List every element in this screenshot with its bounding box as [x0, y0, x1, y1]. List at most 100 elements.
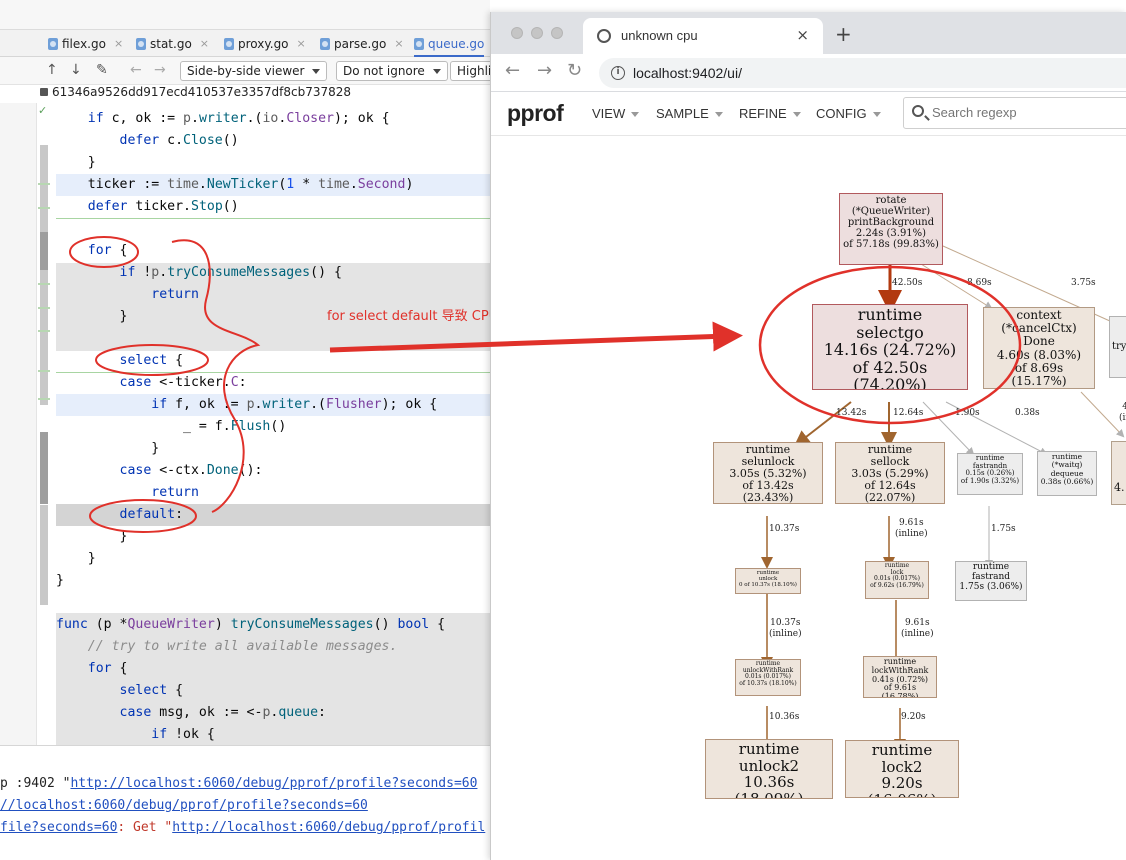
new-tab-button[interactable]: + [835, 22, 852, 46]
diff-separator [56, 372, 490, 373]
back-icon[interactable]: ← [130, 62, 142, 78]
code-editor[interactable]: if c, ok := p.writer.(io.Closer); ok { d… [56, 108, 490, 745]
arrow-down-icon[interactable]: ↓ [70, 62, 82, 78]
edge-label: 10.36s [769, 712, 799, 723]
node-label: runtime [975, 454, 1005, 462]
reload-icon[interactable]: ↻ [567, 60, 583, 81]
tab-proxy[interactable]: proxy.go × [224, 30, 306, 57]
code-line: } [56, 529, 128, 544]
browser-tab[interactable]: unknown cpu × [583, 18, 823, 54]
console-link[interactable]: http://localhost:6060/debug/pprof/profil… [70, 776, 478, 791]
console-link[interactable]: file?seconds=60 [0, 820, 118, 835]
forward-icon[interactable]: → [537, 60, 553, 81]
commit-hash-text: 61346a9526dd917ecd410537e3357df8cb737828 [52, 85, 352, 99]
close-icon[interactable]: × [796, 26, 809, 44]
window-zoom-button[interactable] [551, 27, 563, 39]
console-link[interactable]: //localhost:6060/debug/pprof/profile?sec… [0, 798, 368, 813]
edge-label-line: (in [1119, 412, 1126, 423]
menu-view[interactable]: VIEW [592, 106, 640, 121]
node-label: unlock [758, 576, 778, 583]
close-icon[interactable]: × [296, 37, 306, 50]
ignore-dropdown[interactable]: Do not ignore [336, 61, 448, 81]
node-label: lock [890, 568, 904, 576]
url-field[interactable]: i localhost:9402/ui/ [599, 58, 1126, 88]
tab-label: filex.go [62, 36, 106, 51]
edge-label-line: 4 [1119, 402, 1126, 413]
node-label: 14.16s (24.72%) [823, 340, 957, 360]
node-label: unlock2 [738, 756, 800, 775]
url-text[interactable]: localhost:9402/ui/ [633, 65, 742, 81]
node-label: rotate [875, 195, 907, 206]
search-input[interactable] [932, 105, 1126, 120]
window-close-button[interactable] [511, 27, 523, 39]
lock-icon [40, 88, 48, 96]
menu-config[interactable]: CONFIG [816, 106, 881, 121]
node-label: try [1112, 341, 1126, 352]
node-label: runtime [756, 570, 780, 576]
close-icon[interactable]: × [394, 37, 404, 50]
go-file-icon [48, 37, 58, 50]
go-file-icon [136, 37, 146, 50]
node-label: of 10.37s (18.10%) [739, 679, 797, 687]
edge-label: 9.20s [901, 712, 926, 723]
tab-filex[interactable]: filex.go × [48, 30, 123, 57]
close-icon[interactable]: × [199, 37, 210, 50]
viewer-dropdown-value: Side-by-side viewer [187, 64, 305, 78]
code-line: // try to write all available messages. [56, 639, 398, 654]
arrow-up-icon[interactable]: ↑ [46, 62, 58, 78]
edit-icon[interactable]: ✎ [96, 62, 108, 78]
menu-refine[interactable]: REFINE [739, 106, 801, 121]
back-icon[interactable]: ← [505, 60, 521, 81]
console-link[interactable]: http://localhost:6060/debug/pprof/profil [172, 820, 486, 835]
caret-down-icon [714, 112, 723, 118]
tab-queue[interactable]: queue.go [414, 30, 485, 57]
node-right4[interactable]: 4. [1111, 441, 1126, 505]
forward-icon[interactable]: → [154, 62, 166, 78]
viewer-dropdown[interactable]: Side-by-side viewer [180, 61, 328, 81]
node-label: selectgo [856, 322, 924, 342]
gutter-mark [38, 398, 50, 400]
node-label: (*waitq) [1051, 460, 1083, 470]
node-tryc[interactable]: try [1109, 316, 1126, 378]
pprof-logo: pprof [507, 100, 564, 126]
menu-sample[interactable]: SAMPLE [656, 106, 723, 121]
edge-label: 9.61s(inline) [895, 518, 928, 540]
node-label: printBackground [847, 217, 935, 228]
highlight-dropdown[interactable]: Highlig [450, 61, 490, 81]
node-label: runtime [738, 740, 800, 758]
code-line: _ = f.Flush() [56, 419, 287, 434]
diff-gutter [0, 103, 37, 745]
info-icon[interactable]: i [611, 66, 625, 80]
code-line: default: [56, 504, 490, 526]
node-label: of 12.64s (22.07%) [864, 479, 916, 504]
caret-down-icon [631, 112, 640, 118]
terminal-console[interactable]: p :9402 "http://localhost:6060/debug/ppr… [0, 745, 490, 860]
code-line: for { [56, 661, 128, 676]
close-icon[interactable]: × [113, 37, 124, 50]
tab-parse[interactable]: parse.go × [320, 30, 404, 57]
code-line: defer c.Close() [56, 133, 239, 148]
node-label: runtime [972, 562, 1010, 572]
search-box[interactable] [903, 97, 1126, 129]
tab-stat[interactable]: stat.go × [136, 30, 209, 57]
node-label: context [1016, 308, 1062, 322]
window-minimize-button[interactable] [531, 27, 543, 39]
node-label: of 9.62s (16.79%) [870, 581, 924, 589]
go-file-icon [224, 37, 234, 50]
edge-label: 10.37s [769, 524, 799, 535]
